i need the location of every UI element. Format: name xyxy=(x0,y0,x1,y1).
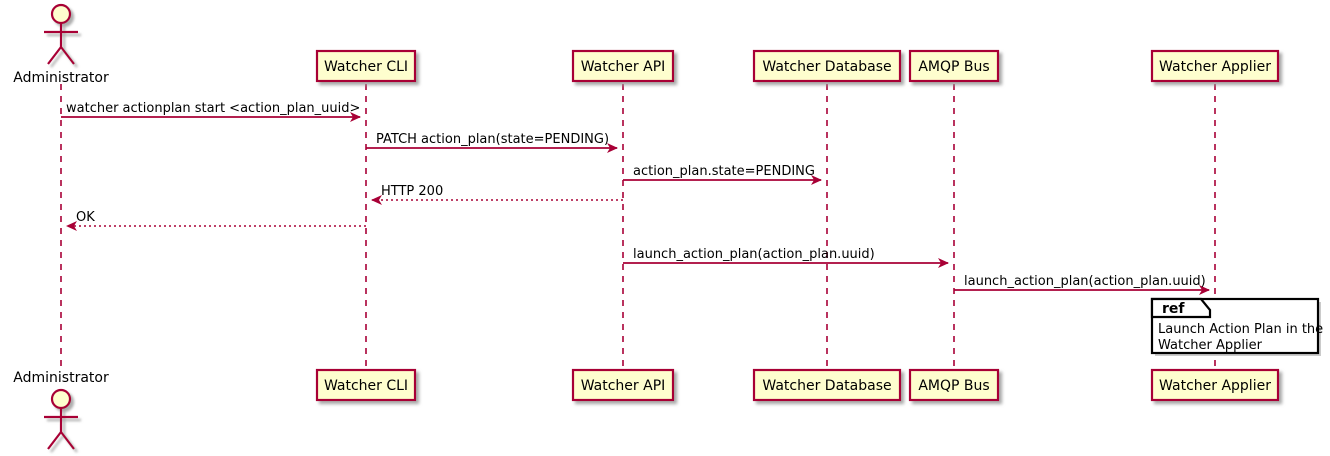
participant-watcher-api-top[interactable]: Watcher API xyxy=(571,49,675,83)
actor-administrator-top[interactable]: Administrator xyxy=(13,3,109,86)
participant-box xyxy=(1150,368,1280,402)
message-label: HTTP 200 xyxy=(381,184,443,199)
ref-block-tab xyxy=(1150,297,1212,319)
participant-box xyxy=(571,368,675,402)
message-label: launch_action_plan(action_plan.uuid) xyxy=(964,274,1206,289)
participant-label-watcher-cli-bottom: Watcher CLI xyxy=(324,378,408,394)
participant-label-watcher-api-bottom: Watcher API xyxy=(581,378,666,394)
actor-leg-right-icon xyxy=(60,46,75,65)
participant-label-watcher-database-top: Watcher Database xyxy=(762,59,891,75)
message-label: launch_action_plan(action_plan.uuid) xyxy=(633,247,875,262)
participant-box xyxy=(1150,49,1280,83)
actor-administrator-bottom[interactable]: Administrator xyxy=(13,370,109,450)
participant-label-watcher-database-bottom: Watcher Database xyxy=(762,378,891,394)
message-action-plan-state-pending: action_plan.state=PENDING xyxy=(623,164,822,185)
actor-leg-left-icon xyxy=(47,431,62,450)
participant-watcher-api-bottom[interactable]: Watcher API xyxy=(571,368,675,402)
message-ok: OK xyxy=(66,210,366,231)
ref-block-line-2: Watcher Applier xyxy=(1158,338,1263,353)
participant-box xyxy=(571,49,675,83)
participant-box xyxy=(315,368,417,402)
message-watcher-actionplan-start: watcher actionplan start <action_plan_uu… xyxy=(61,101,361,122)
message-label: watcher actionplan start <action_plan_uu… xyxy=(66,101,360,116)
participant-watcher-database-top[interactable]: Watcher Database xyxy=(752,49,902,83)
message-http-200: HTTP 200 xyxy=(371,184,623,205)
participant-label-watcher-cli-top: Watcher CLI xyxy=(324,59,408,75)
participant-label-watcher-applier-bottom: Watcher Applier xyxy=(1159,378,1271,394)
message-launch-action-plan-to-applier: launch_action_plan(action_plan.uuid) xyxy=(954,274,1210,295)
actor-label-administrator-bottom: Administrator xyxy=(13,370,109,386)
participant-box xyxy=(315,49,417,83)
participant-box xyxy=(908,368,1000,402)
ref-block[interactable]: ref Launch Action Plan in the Watcher Ap… xyxy=(1150,297,1323,356)
participant-box xyxy=(908,49,1000,83)
message-launch-action-plan-to-bus: launch_action_plan(action_plan.uuid) xyxy=(623,247,949,268)
actor-leg-left-icon xyxy=(47,46,62,65)
participant-label-amqp-bus-bottom: AMQP Bus xyxy=(918,378,989,394)
participant-amqp-bus-bottom[interactable]: AMQP Bus xyxy=(908,368,1000,402)
message-label: PATCH action_plan(state=PENDING) xyxy=(376,132,609,147)
participant-amqp-bus-top[interactable]: AMQP Bus xyxy=(908,49,1000,83)
participant-label-watcher-api-top: Watcher API xyxy=(581,59,666,75)
participant-watcher-applier-bottom[interactable]: Watcher Applier xyxy=(1150,368,1280,402)
actor-leg-right-icon xyxy=(60,431,75,450)
ref-block-keyword: ref xyxy=(1162,301,1185,317)
message-label: action_plan.state=PENDING xyxy=(633,164,815,179)
actor-label-administrator-top: Administrator xyxy=(13,70,109,86)
participant-box xyxy=(752,49,902,83)
participant-watcher-cli-bottom[interactable]: Watcher CLI xyxy=(315,368,417,402)
actor-head-icon xyxy=(50,3,72,25)
participant-label-watcher-applier-top: Watcher Applier xyxy=(1159,59,1271,75)
participant-watcher-database-bottom[interactable]: Watcher Database xyxy=(752,368,902,402)
participant-watcher-cli-top[interactable]: Watcher CLI xyxy=(315,49,417,83)
participant-label-amqp-bus-top: AMQP Bus xyxy=(918,59,989,75)
message-label: OK xyxy=(76,210,95,225)
participant-box xyxy=(752,368,902,402)
participant-watcher-applier-top[interactable]: Watcher Applier xyxy=(1150,49,1280,83)
actor-head-icon xyxy=(50,388,72,410)
ref-block-line-1: Launch Action Plan in the xyxy=(1158,322,1323,337)
message-patch-action-plan: PATCH action_plan(state=PENDING) xyxy=(366,132,618,153)
